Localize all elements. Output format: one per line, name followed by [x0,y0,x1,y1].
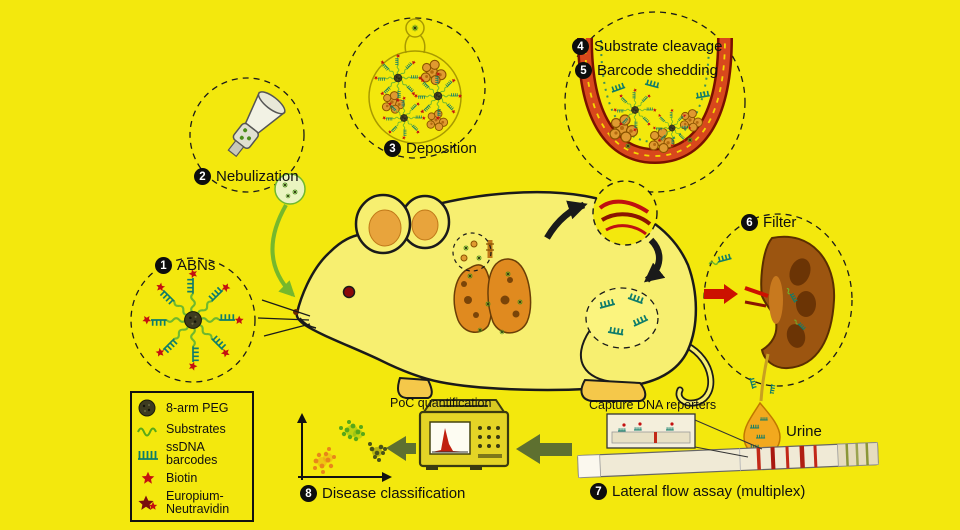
poc-reader [418,399,510,470]
abn-particle [130,257,256,383]
biotin-icon [141,471,155,484]
step-8-label: 8 Disease classification [300,485,465,502]
step-2-label: 2 Nebulization [194,168,299,185]
legend-item-substrates: Substrates [136,422,248,438]
lungs-illustration [452,232,532,335]
nebulizer-illustration [189,77,306,205]
airway-u-tube [564,11,746,193]
legend-item-ssdna: ssDNA barcodes [136,441,248,466]
step-7-badge: 7 [590,483,607,500]
urine-label: Urine [786,423,822,440]
kidney-illustration [703,213,853,402]
step-1-badge: 1 [155,257,172,274]
mouse-whiskers [257,299,311,337]
legend-item-europium: Europium-Neutravidin [136,490,248,515]
capture-dna-reporters-label: Capture DNA reporters [589,398,717,412]
shed-barcodes-circle [585,287,659,349]
step-6-label: 6 Filter [741,214,796,231]
legend-item-peg: 8-arm PEG [136,398,248,418]
legend-box: 8-arm PEG Substrates ssDNA barcodes Biot… [130,391,254,522]
peg-icon [138,399,156,417]
mouse-rear-foot [580,378,647,402]
step-7-label: 7 Lateral flow assay (multiplex) [590,483,805,500]
ssdna-barcodes-icon [138,450,158,460]
vessel-magnifier [592,180,658,246]
step-8-badge: 8 [300,485,317,502]
step-6-badge: 6 [741,214,758,231]
capture-reporters-zoom-box [606,413,696,449]
mouse-front-foot [397,376,433,399]
step-3-badge: 3 [384,140,401,157]
lateral-flow-strip [577,442,879,479]
poc-quantification-label: PoC quantification [390,396,492,410]
arrow-to-circulation [643,237,666,283]
mouse-illustration [257,190,715,407]
reader-to-plot-arrow [386,436,416,461]
step-4-badge: 4 [572,38,589,55]
legend-item-biotin: Biotin [136,470,248,486]
classification-scatter-plot [297,413,392,482]
step-5-label: 5 Barcode shedding [575,62,718,79]
step-5-badge: 5 [575,62,592,79]
step-2-badge: 2 [194,168,211,185]
step-3-label: 3 Deposition [384,140,477,157]
nebulization-arrow [270,204,296,298]
arrow-to-magnifier [544,200,588,240]
mouse-eye [342,285,356,299]
kidney-inflow-arrow [704,284,738,304]
substrates-icon [137,427,157,437]
step-4-label: 4 Substrate cleavage [572,38,722,55]
europium-neutravidin-icon [138,495,158,510]
ureter [759,353,770,402]
step-1-label: 1 ABNs [155,257,215,274]
strip-to-reader-arrow [516,434,572,464]
deposition-illustration [344,17,486,159]
aerosol-circle [274,173,306,205]
